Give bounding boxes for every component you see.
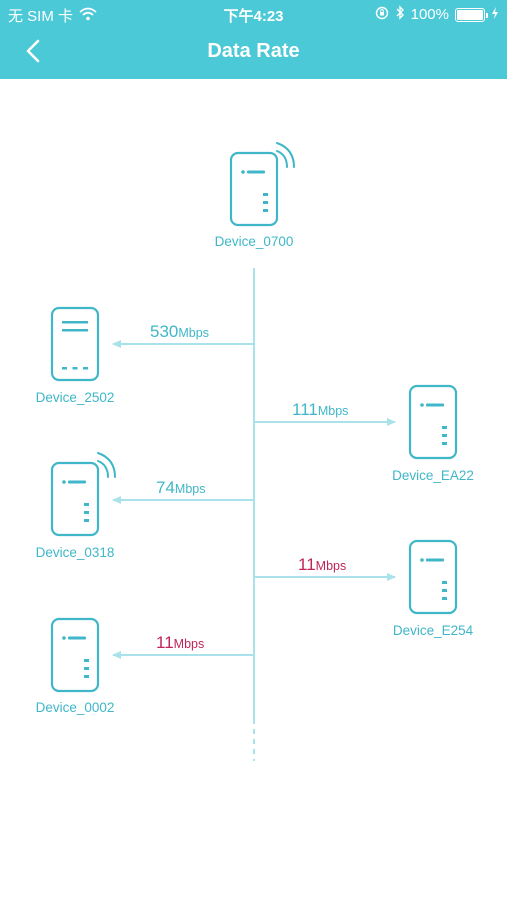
- status-time: 下午4:23: [223, 8, 284, 25]
- device-label-0318: Device_0318: [35, 545, 115, 560]
- battery-icon: [455, 7, 488, 22]
- battery-percent: 100%: [410, 6, 449, 23]
- back-button[interactable]: [18, 38, 48, 68]
- device-icon-root: [229, 142, 295, 227]
- device-label-0002: Device_0002: [35, 700, 115, 715]
- device-label-ea22: Device_EA22: [392, 468, 474, 483]
- charging-icon: [491, 6, 499, 23]
- device-icon-2502: [50, 306, 100, 382]
- app-header: 无 SIM 卡 下午4:23: [0, 0, 507, 79]
- wifi-icon: [79, 7, 97, 25]
- rate-label-2502: 530Mbps: [150, 322, 209, 341]
- powerline-topology: Device_0700 Device_2502 Device_EA22 Devi…: [0, 79, 507, 900]
- device-icon-0318: [50, 452, 116, 537]
- device-label-e254: Device_E254: [392, 623, 474, 638]
- rate-label-0318: 74Mbps: [156, 478, 206, 497]
- rate-label-ea22: 111Mbps: [292, 400, 349, 419]
- page-title: Data Rate: [207, 40, 300, 62]
- orientation-lock-icon: [375, 6, 389, 24]
- rate-label-e254: 11Mbps: [298, 555, 347, 574]
- rate-label-0002: 11Mbps: [156, 633, 205, 652]
- device-icon-ea22: [408, 384, 458, 460]
- nav-bar: Data Rate: [0, 28, 507, 79]
- carrier-label: 无 SIM 卡: [8, 8, 74, 25]
- status-bar: 无 SIM 卡 下午4:23: [0, 0, 507, 28]
- device-label-root: Device_0700: [214, 234, 294, 249]
- device-icon-e254: [408, 539, 458, 615]
- device-icon-0002: [50, 617, 100, 693]
- bluetooth-icon: [395, 5, 405, 24]
- device-label-2502: Device_2502: [35, 390, 115, 405]
- chevron-left-icon: [26, 39, 40, 63]
